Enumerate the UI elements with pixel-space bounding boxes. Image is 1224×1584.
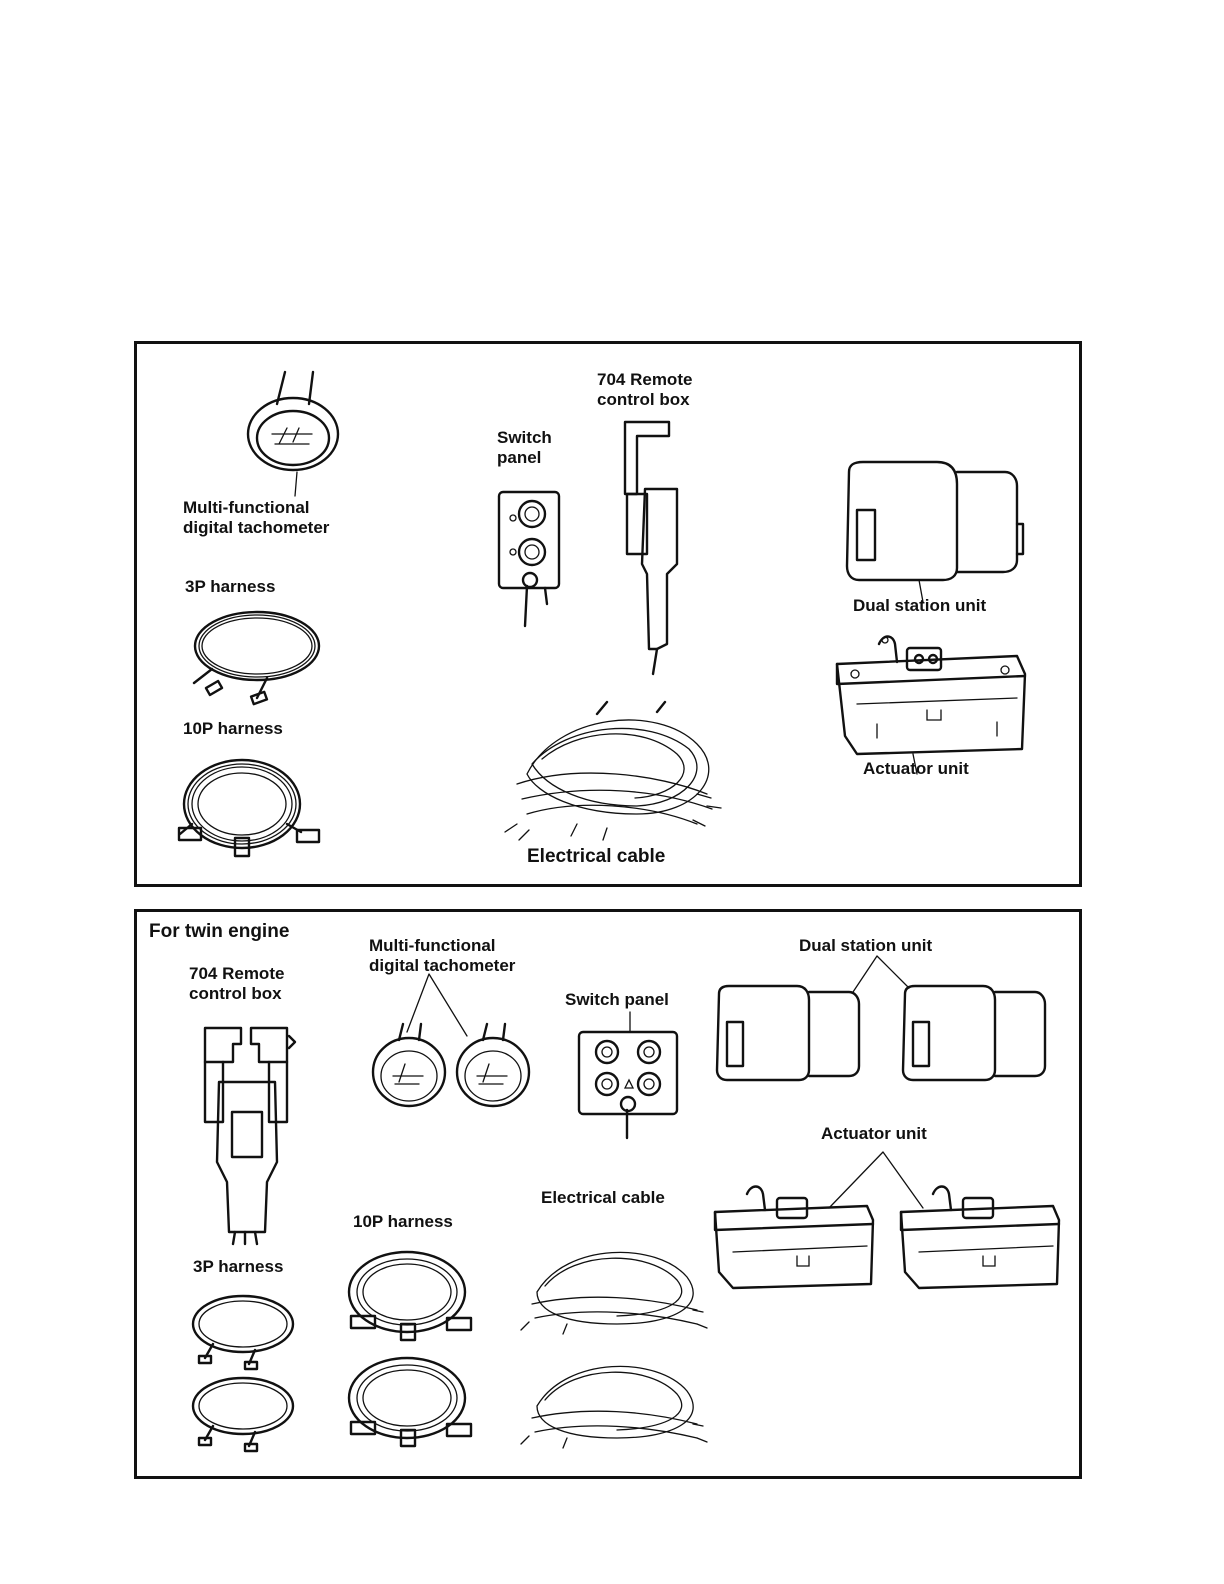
dual-station-unit-illustration [845,460,1025,603]
single-engine-kit-panel: Multi-functional digital tachometer 3P h… [134,341,1082,887]
actuator-unit-label: Actuator unit [863,759,969,778]
twin-harness-10p-illustration [347,1250,473,1448]
twin-engine-kit-panel: For twin engine 704 Remote control box M… [134,909,1082,1479]
tachometer-label: Multi-functional digital tachometer [183,498,330,537]
twin-dual-station-unit-illustration [715,955,1047,1082]
dual-station-unit-label: Dual station unit [853,596,987,615]
twin-tachometer-illustration [371,973,531,1108]
twin-harness-3p-label: 3P harness [193,1257,284,1276]
harness-10p-label: 10P harness [183,719,283,738]
twin-actuator-unit-illustration [713,1151,1061,1290]
twin-harness-3p-illustration [191,1294,295,1453]
harness-3p-label: 3P harness [185,577,276,596]
twin-electrical-cable-illustration [520,1251,708,1449]
switch-panel-label: Switch panel [497,428,552,467]
twin-switch-panel-illustration [577,1011,679,1140]
harness-3p-illustration [192,610,321,706]
twin-tachometer-label: Multi-functional digital tachometer [369,936,516,975]
twin-engine-illustrations [191,955,1061,1453]
twin-actuator-unit-label: Actuator unit [821,1124,927,1143]
electrical-cable-illustration [504,700,722,841]
switch-panel-illustration [497,490,561,628]
twin-remote-control-box-illustration [203,1026,297,1246]
actuator-unit-illustration [835,635,1027,775]
twin-switch-panel-label: Switch panel [565,990,669,1009]
twin-engine-heading: For twin engine [149,921,290,942]
tachometer-illustration [246,370,340,497]
remote-control-box-illustration [623,420,679,676]
twin-electrical-cable-label: Electrical cable [541,1188,665,1207]
electrical-cable-label: Electrical cable [527,846,666,867]
twin-dual-station-unit-label: Dual station unit [799,936,933,955]
harness-10p-illustration [177,758,321,858]
twin-remote-control-box-label: 704 Remote control box [189,964,285,1003]
remote-control-box-label: 704 Remote control box [597,370,693,409]
single-engine-illustrations [177,370,1027,858]
twin-harness-10p-label: 10P harness [353,1212,453,1231]
